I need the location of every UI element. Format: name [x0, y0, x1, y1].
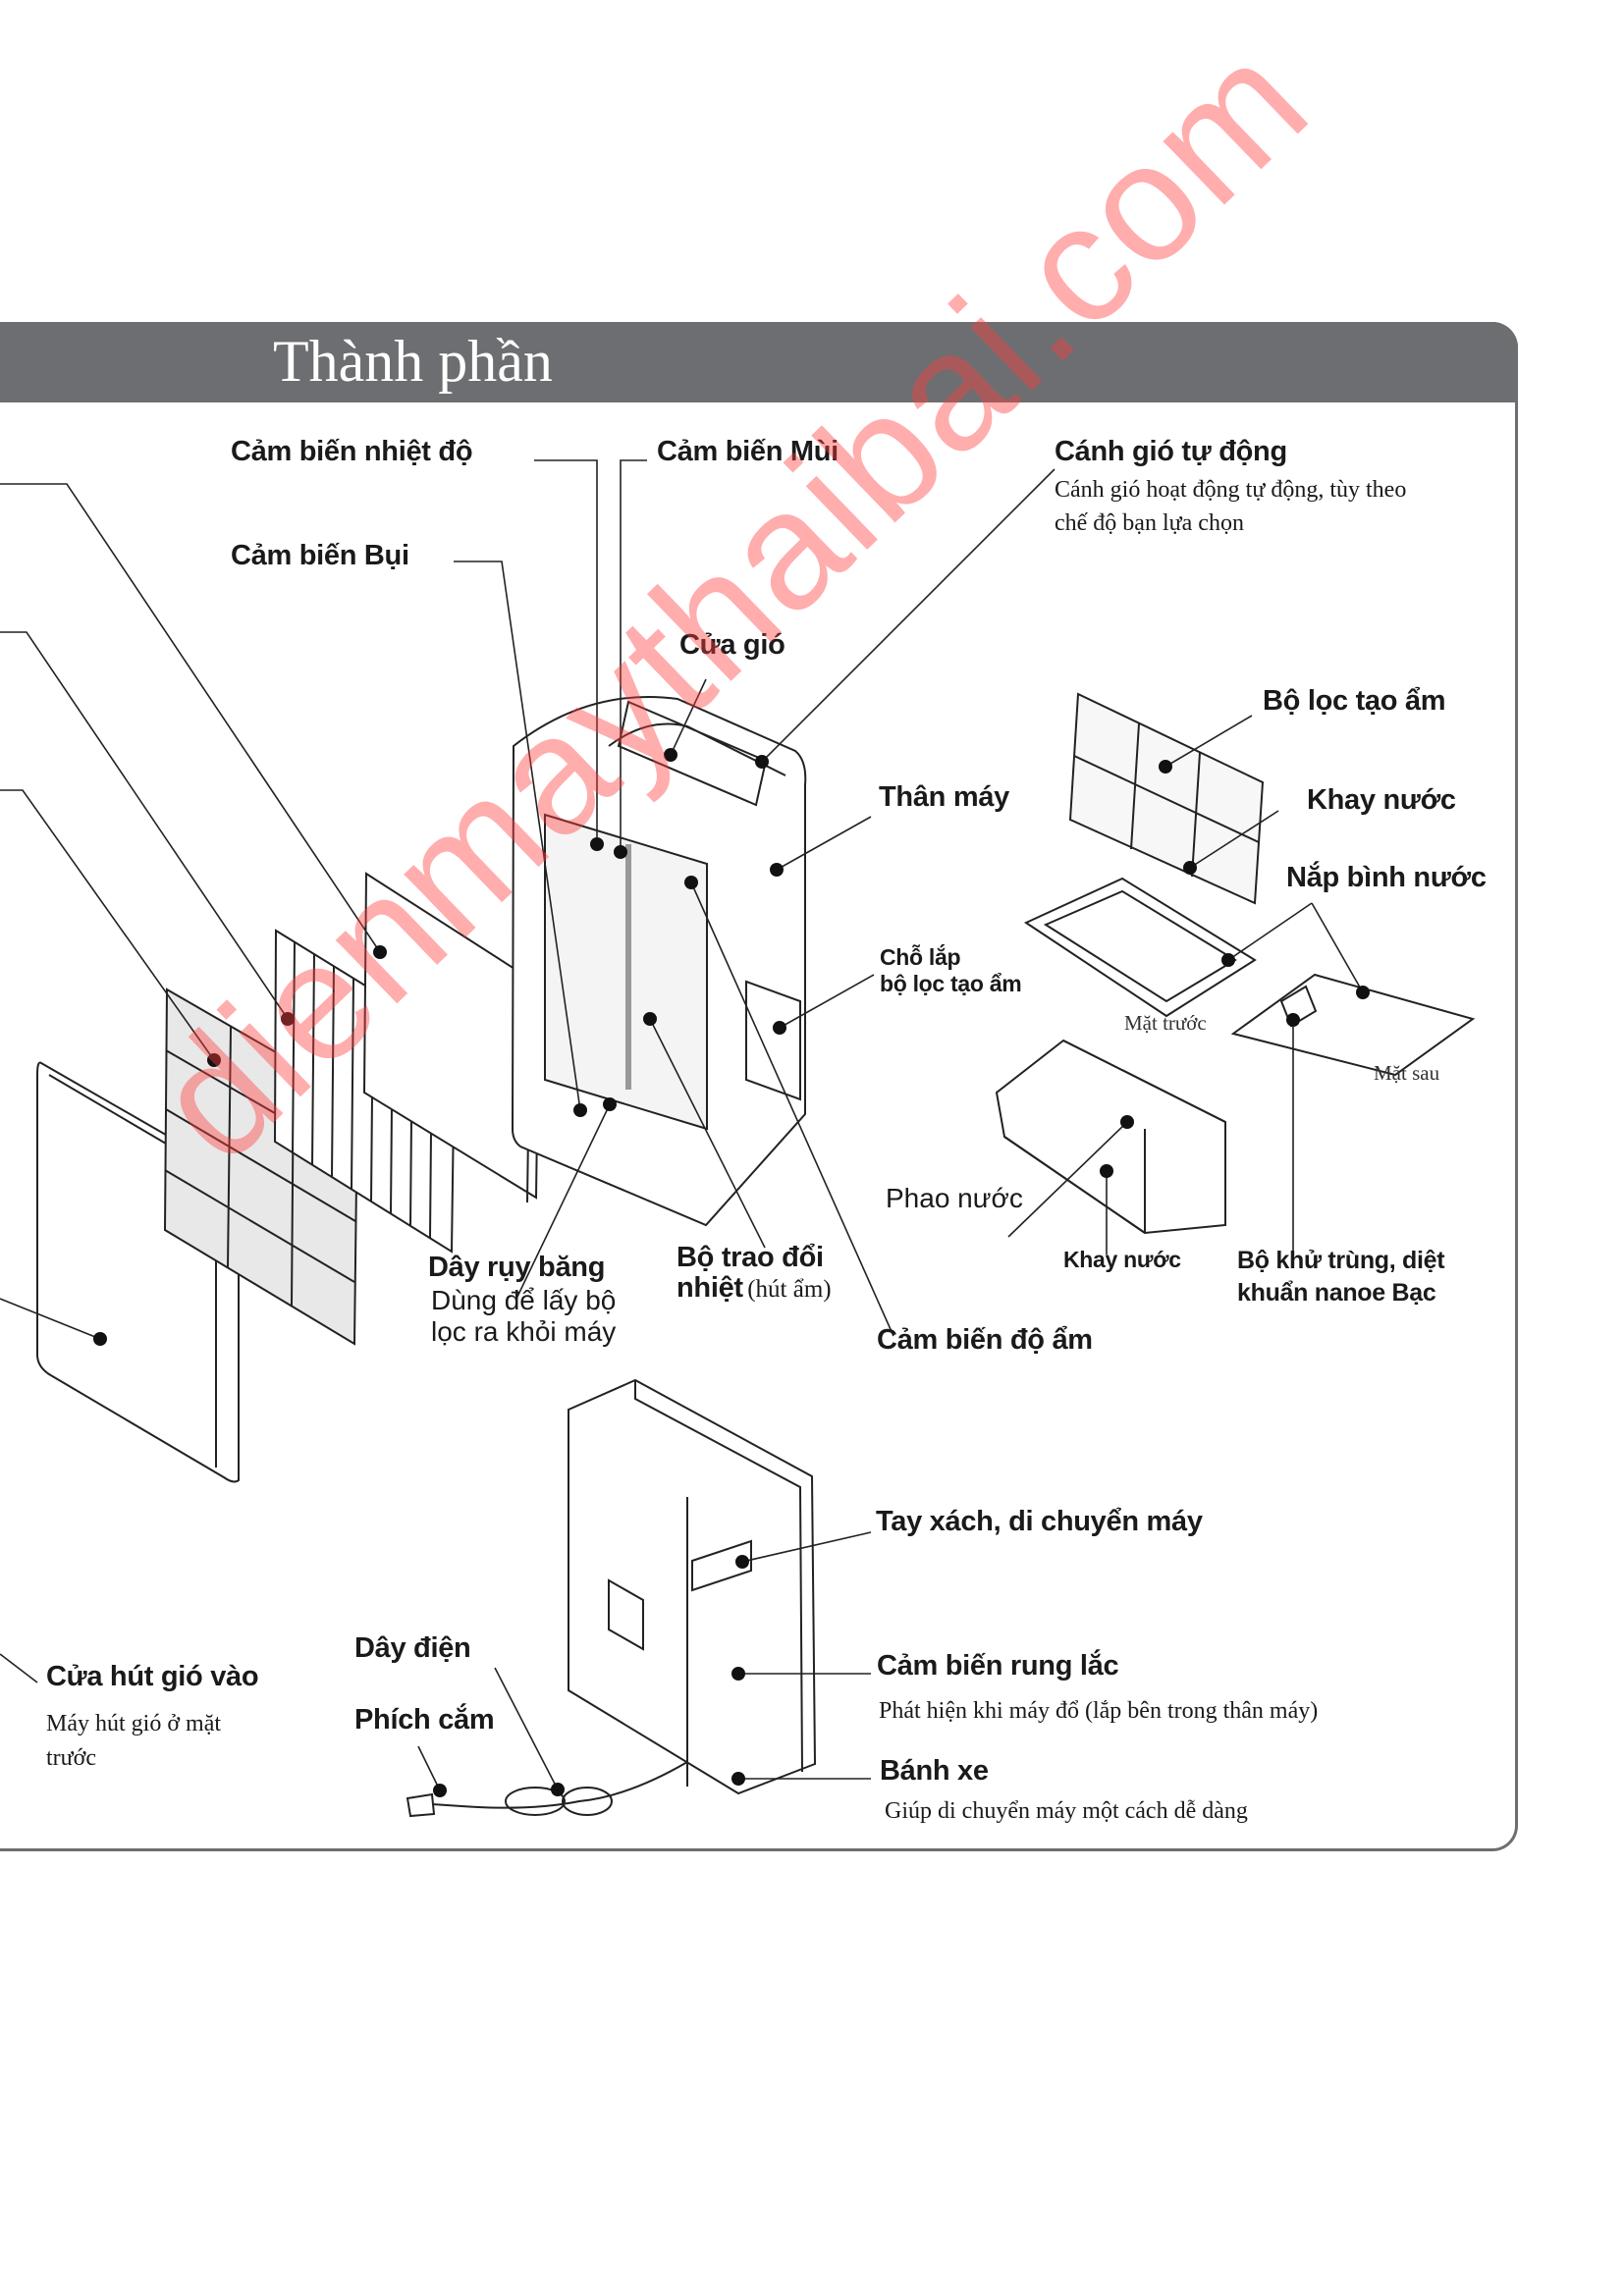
label-air-inlet: Cửa hút gió vào: [46, 1661, 259, 1692]
label-ribbon: Dây rụy băng: [428, 1252, 606, 1283]
caster-desc: Giúp di chuyển máy một cách dễ dàng: [885, 1798, 1248, 1824]
ribbon-desc-2: lọc ra khỏi máy: [431, 1316, 617, 1347]
label-nanoe-2: khuẩn nanoe Bạc: [1237, 1279, 1436, 1307]
label-auto-louver: Cánh gió tự động: [1055, 436, 1287, 467]
label-power-cord: Dây điện: [354, 1632, 471, 1664]
ribbon-desc-1: Dùng để lấy bộ: [431, 1285, 617, 1315]
label-heat-exchanger-1: Bộ trao đổi: [677, 1242, 824, 1273]
power-cord: [406, 1761, 688, 1818]
label-odor-sensor: Cảm biến Mùi: [657, 436, 839, 467]
humidifier-filter-part: [1068, 692, 1265, 905]
label-dust-sensor: Cảm biến Bụi: [231, 540, 409, 571]
label-filter-slot-1: Chỗ lắp: [880, 944, 961, 970]
page-title: Thành phần: [273, 329, 553, 394]
leader-lines: [0, 459, 1364, 1791]
section-header: [0, 322, 1518, 402]
label-humidifier-filter: Bộ lọc tạo ẩm: [1263, 685, 1446, 717]
label-humidity-sensor: Cảm biến độ ẩm: [877, 1324, 1093, 1356]
label-back-side: Mặt sau: [1374, 1061, 1440, 1085]
label-air-outlet: Cửa gió: [679, 629, 785, 661]
air-inlet-desc-1: Máy hút gió ở mặt: [46, 1711, 222, 1736]
label-water-tray: Khay nước: [1063, 1247, 1181, 1272]
label-nanoe-1: Bộ khử trùng, diệt: [1237, 1247, 1445, 1274]
label-heat-exchanger-2-row: nhiệt (hút ẩm): [677, 1272, 832, 1305]
tank-lid-front: [1023, 877, 1257, 1018]
callout-dots: [93, 748, 1370, 1797]
label-main-body: Thân máy: [879, 781, 1009, 813]
label-heat-exchanger-2: nhiệt: [677, 1272, 743, 1304]
label-tank-cap: Nắp bình nước: [1286, 862, 1487, 893]
label-handle: Tay xách, di chuyển máy: [876, 1506, 1203, 1537]
label-plug: Phích cắm: [354, 1704, 495, 1735]
heat-exchanger-note: (hút ẩm): [747, 1276, 832, 1303]
tilt-sensor-desc: Phát hiện khi máy đổ (lắp bên trong thân…: [879, 1698, 1319, 1724]
auto-louver-desc-1: Cánh gió hoạt động tự động, tùy theo: [1055, 477, 1407, 503]
label-tilt-sensor: Cảm biến rung lắc: [877, 1650, 1119, 1682]
label-temperature-sensor: Cảm biến nhiệt độ: [231, 436, 473, 467]
label-water-tray-top: Khay nước: [1307, 784, 1456, 816]
label-caster: Bánh xe: [880, 1755, 989, 1787]
auto-louver-desc-2: chế độ bạn lựa chọn: [1055, 510, 1244, 536]
assembled-unit: [568, 1378, 817, 1795]
label-filter-slot-2: bộ lọc tạo ẩm: [880, 971, 1022, 996]
label-front-side: Mặt trước: [1124, 1011, 1207, 1035]
label-float: Phao nước: [886, 1183, 1023, 1213]
air-inlet-desc-2: trước: [46, 1745, 97, 1771]
tank-lid-back: [1230, 973, 1476, 1077]
